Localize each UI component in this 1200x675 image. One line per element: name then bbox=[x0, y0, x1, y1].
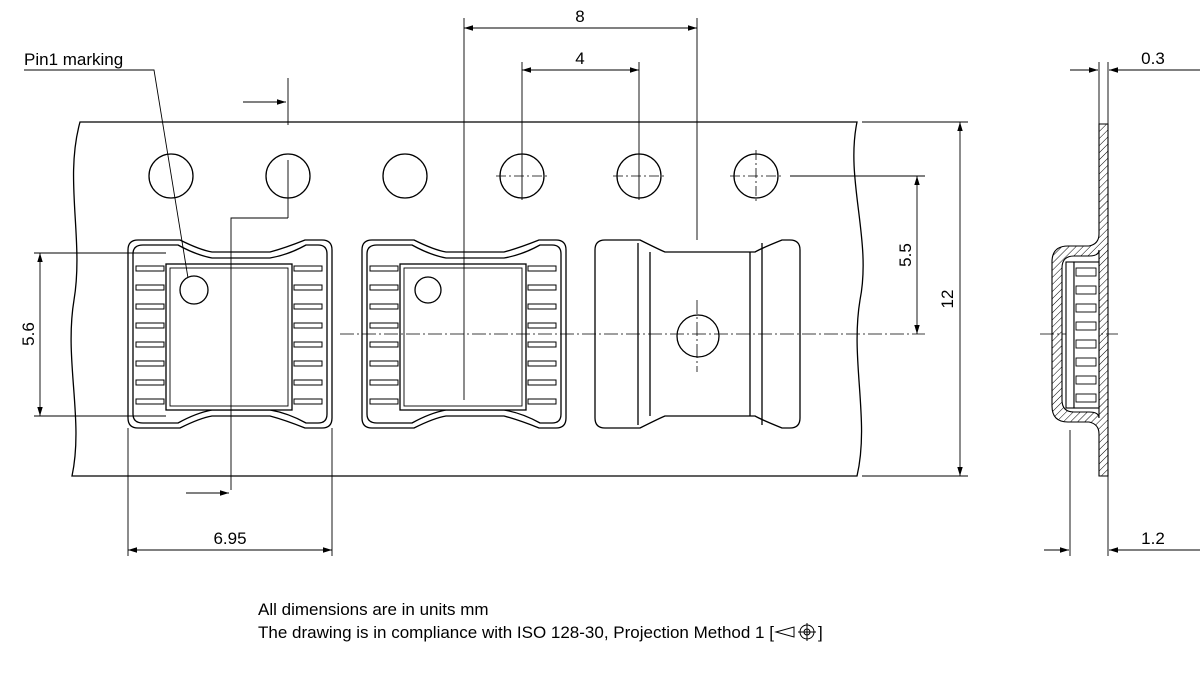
pocket-hole bbox=[676, 314, 720, 358]
side-lead bbox=[1075, 303, 1097, 313]
side-lead bbox=[1075, 339, 1097, 349]
pin1-marking-label: Pin1 marking bbox=[24, 50, 123, 69]
component-lead bbox=[369, 379, 399, 386]
compliance-note: The drawing is in compliance with ISO 12… bbox=[258, 622, 823, 644]
component-lead bbox=[135, 303, 165, 310]
sprocket-holes bbox=[148, 153, 779, 199]
dim-pocket-depth: 1.2 bbox=[1141, 529, 1165, 548]
side-lead bbox=[1075, 267, 1097, 277]
component-lead bbox=[527, 284, 557, 291]
pin1-marker bbox=[414, 276, 442, 304]
component-lead bbox=[369, 303, 399, 310]
side-lead bbox=[1075, 321, 1097, 331]
dim-pocket-length: 5.6 bbox=[19, 322, 38, 346]
component-lead bbox=[369, 265, 399, 272]
component-leads bbox=[135, 265, 557, 405]
component-lead bbox=[135, 341, 165, 348]
component-lead bbox=[293, 303, 323, 310]
component-lead bbox=[293, 360, 323, 367]
component-lead bbox=[369, 284, 399, 291]
units-note: All dimensions are in units mm bbox=[258, 600, 489, 619]
side-lead bbox=[1075, 285, 1097, 295]
ic-body-2 bbox=[403, 267, 523, 407]
pin1-leader bbox=[24, 69, 189, 279]
first-angle-projection-icon bbox=[774, 623, 816, 641]
component-lead bbox=[527, 379, 557, 386]
ic-body-1 bbox=[169, 267, 289, 407]
dim-sprocket-pitch: 4 bbox=[575, 49, 584, 68]
dim-tape-thickness: 0.3 bbox=[1141, 49, 1165, 68]
component-lead bbox=[527, 360, 557, 367]
component-lead bbox=[135, 265, 165, 272]
component-lead bbox=[369, 360, 399, 367]
dim-tape-width: 12 bbox=[938, 290, 957, 309]
pin1-marker bbox=[179, 275, 209, 305]
component-lead bbox=[527, 322, 557, 329]
component-lead bbox=[293, 322, 323, 329]
component-lead bbox=[135, 379, 165, 386]
dim-pocket-width: 6.95 bbox=[213, 529, 246, 548]
component-lead bbox=[135, 398, 165, 405]
dimension-lines bbox=[34, 18, 1200, 556]
component-lead bbox=[135, 322, 165, 329]
component-lead bbox=[135, 360, 165, 367]
component-lead bbox=[293, 341, 323, 348]
component-lead bbox=[293, 398, 323, 405]
side-lead bbox=[1075, 357, 1097, 367]
side-lead bbox=[1075, 393, 1097, 403]
side-section-view bbox=[1051, 123, 1109, 477]
component-lead bbox=[527, 265, 557, 272]
compliance-text: The drawing is in compliance with ISO 12… bbox=[258, 623, 774, 642]
side-lead bbox=[1075, 375, 1097, 385]
component-lead bbox=[527, 303, 557, 310]
compliance-text-end: ] bbox=[817, 623, 823, 642]
dim-pocket-pitch: 8 bbox=[575, 7, 584, 26]
component-lead bbox=[293, 284, 323, 291]
component-lead bbox=[293, 379, 323, 386]
component-lead bbox=[135, 284, 165, 291]
sprocket-hole bbox=[382, 153, 428, 199]
component-lead bbox=[369, 398, 399, 405]
component-lead bbox=[527, 398, 557, 405]
dim-center-offset: 5.5 bbox=[896, 243, 915, 267]
component-lead bbox=[527, 341, 557, 348]
component-lead bbox=[369, 322, 399, 329]
component-lead bbox=[369, 341, 399, 348]
component-lead bbox=[293, 265, 323, 272]
